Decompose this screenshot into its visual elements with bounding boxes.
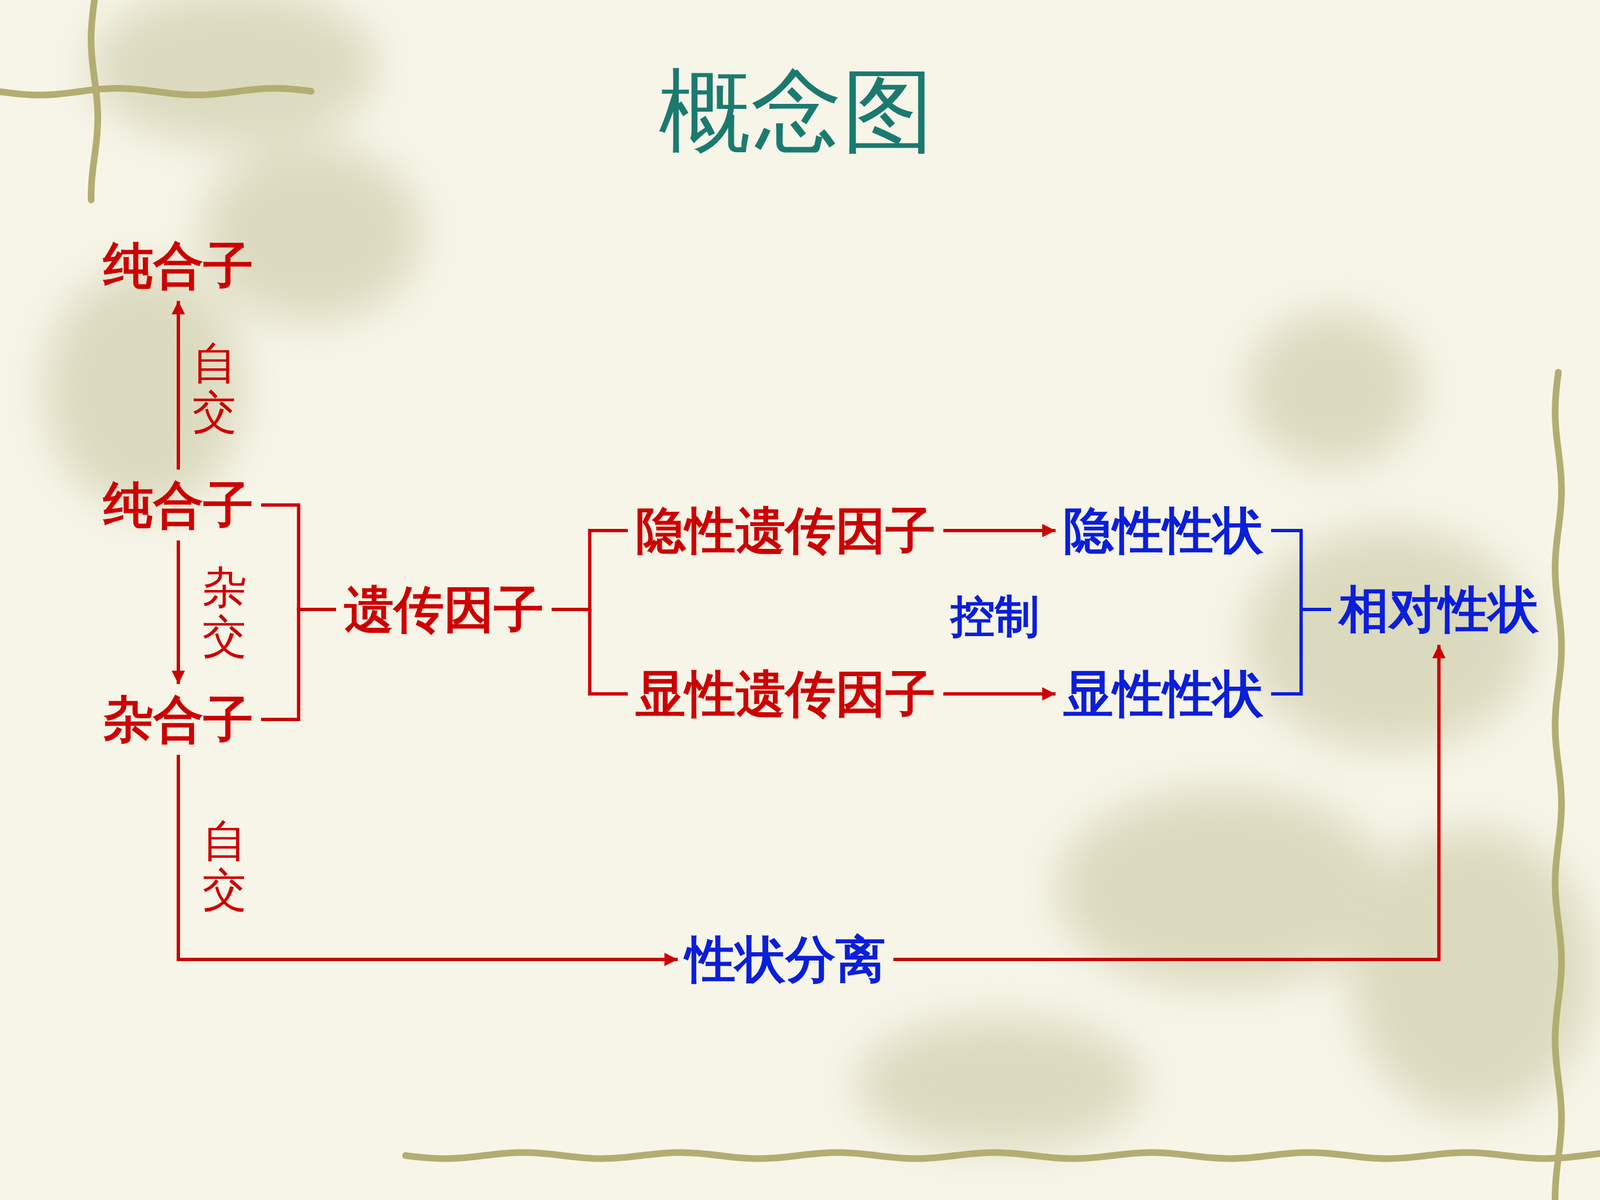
title: 概念图: [658, 50, 934, 175]
connector: [178, 755, 678, 960]
term-text: 性状分离: [685, 930, 886, 989]
concept-term: 纯合子: [100, 473, 257, 537]
concept-term: 显性遗传因子: [632, 662, 939, 725]
vine: [0, 88, 312, 95]
connector: [893, 645, 1439, 960]
connector: [943, 528, 1056, 533]
concept-term: 纯合子: [100, 234, 257, 297]
term-text: 纯合子: [103, 476, 254, 534]
connector: [176, 301, 180, 470]
term-text: 纯合子: [103, 236, 254, 295]
connector: [176, 540, 180, 685]
concept-term: 相对性状: [1335, 578, 1543, 641]
faded-flowers: [44, 0, 1595, 1150]
term-text: 相对性状: [1338, 580, 1539, 639]
term-text: 显性遗传因子: [635, 665, 936, 723]
connector: [1271, 609, 1332, 694]
concept-term: 隐性性状: [1060, 499, 1267, 562]
edge-label: 自交: [202, 816, 247, 915]
term-text: 隐性性状: [1063, 501, 1264, 560]
vine: [1555, 372, 1562, 1200]
connector: [943, 692, 1056, 696]
concept-term: 遗传因子: [340, 578, 548, 641]
term-text: 遗传因子: [343, 580, 544, 639]
vine: [91, 0, 98, 200]
concept-term: 性状分离: [682, 928, 889, 991]
concept-term: 隐性遗传因子: [632, 499, 939, 562]
edge-label: 杂交: [202, 563, 247, 662]
connector: [261, 505, 337, 610]
term-text: 显性性状: [1063, 665, 1264, 723]
connector: [1271, 530, 1332, 610]
term-text: 杂合子: [103, 690, 254, 749]
concept-term: 显性性状: [1060, 662, 1267, 725]
vine: [405, 1152, 1600, 1159]
term-text: 隐性遗传因子: [635, 501, 936, 560]
connector: [261, 609, 337, 720]
edge-label: 自交: [192, 338, 237, 437]
connector: [551, 609, 628, 694]
concept-term: 杂合子: [100, 688, 257, 751]
relation-label: 控制: [950, 587, 1040, 648]
connector: [551, 530, 628, 610]
